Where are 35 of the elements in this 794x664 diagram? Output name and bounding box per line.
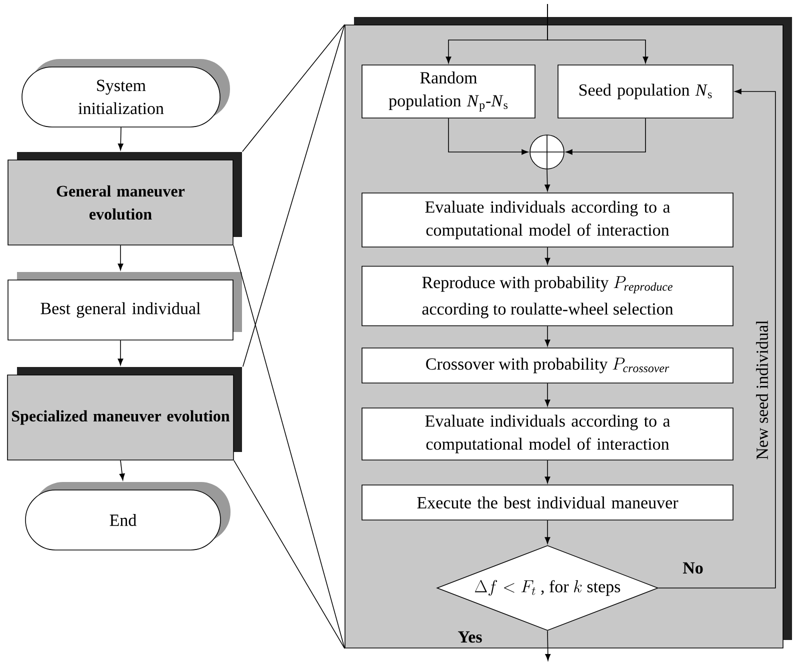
arrow [118,127,124,150]
terminator-oval: System initialization [22,59,230,128]
arrow [544,247,550,265]
arrow [566,118,646,155]
process-box: Evaluate individuals according to a computational model of interaction [362,408,734,460]
process-box: $\text{Crossover with probability }P_{\mathit{crossover}}$ [362,348,734,384]
arrow [547,4,648,64]
connector-line [242,24,345,152]
arrow [544,520,550,544]
arrow [448,118,528,155]
edge-label: No [682,561,704,575]
edge-label: Yes [456,630,484,644]
arrow [545,630,551,661]
arrow [544,169,550,192]
arrow [118,245,124,270]
connector-line [233,245,345,649]
connector-line [234,460,345,649]
process-box: Specialized maneuver evolution [7,367,242,460]
process-box: Execute the best individual maneuver [362,484,734,520]
process-box: $\begin{array}{c}\text{Reproduce with probability }P_{\mathit{reproduce}}\\ \text{according to roulatte-wheel selection}\end{array}$ [362,266,734,326]
connector-line [242,24,345,367]
arrow [658,88,776,588]
loop-label: New seed individual [755,319,769,461]
process-box: Evaluate individuals according to a computational model of interaction [362,192,734,248]
summing-junction [530,134,564,170]
arrow [544,383,550,406]
process-box: Random population N$_{p}$-N$_{s}$ [362,64,536,118]
terminator-oval: End [25,482,230,550]
process-box: Seed population N$_{s}$ [558,64,734,118]
arrow [544,326,550,346]
process-box: General maneuver evolution [8,152,242,246]
arrow [544,460,550,484]
process-box: Best general individual [8,272,242,340]
arrow [118,340,124,366]
arrow [119,460,125,480]
